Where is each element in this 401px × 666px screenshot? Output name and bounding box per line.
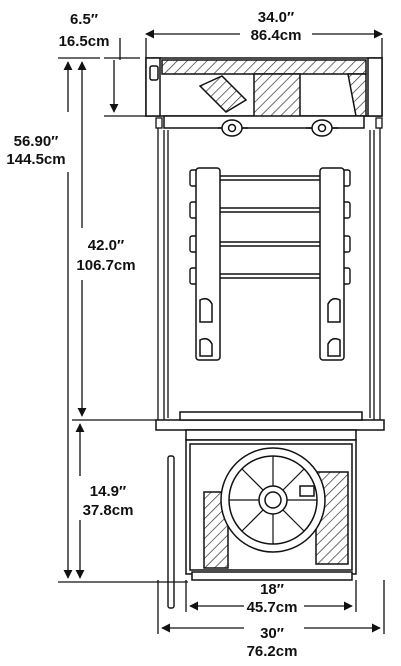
- light-fixture-right: [306, 119, 338, 137]
- base-width-imperial: 18″: [260, 581, 284, 598]
- shelf-bracket-left: [195, 167, 221, 361]
- total-height-metric: 144.5cm: [6, 151, 65, 168]
- base-deck: [155, 411, 385, 441]
- base-width-metric: 45.7cm: [247, 599, 298, 616]
- cabinet-body: [155, 117, 383, 420]
- light-fixture-left: [218, 119, 248, 137]
- width-metric: 86.4cm: [251, 27, 302, 44]
- base-height-metric: 37.8cm: [83, 502, 134, 519]
- base-height-imperial: 14.9″: [90, 483, 126, 500]
- shelf-bracket-right: [319, 167, 345, 361]
- depth-metric: 76.2cm: [247, 643, 298, 660]
- width-imperial: 34.0″: [258, 9, 294, 26]
- cabinet-height-imperial: 42.0″: [88, 237, 124, 254]
- dimension-lines: [58, 29, 385, 634]
- top-offset-imperial: 6.5″: [70, 11, 98, 28]
- depth-imperial: 30″: [260, 625, 284, 642]
- cabinet-height-metric: 106.7cm: [76, 257, 135, 274]
- total-height-imperial: 56.90″: [14, 133, 59, 150]
- top-canopy: [145, 57, 383, 129]
- top-offset-metric: 16.5cm: [59, 33, 110, 50]
- dimension-labels: 6.5″ 16.5cm 34.0″ 86.4cm 56.90″ 144.5cm …: [6, 9, 301, 660]
- compressor-compartment: [185, 439, 357, 581]
- drain-pipe: [167, 455, 175, 609]
